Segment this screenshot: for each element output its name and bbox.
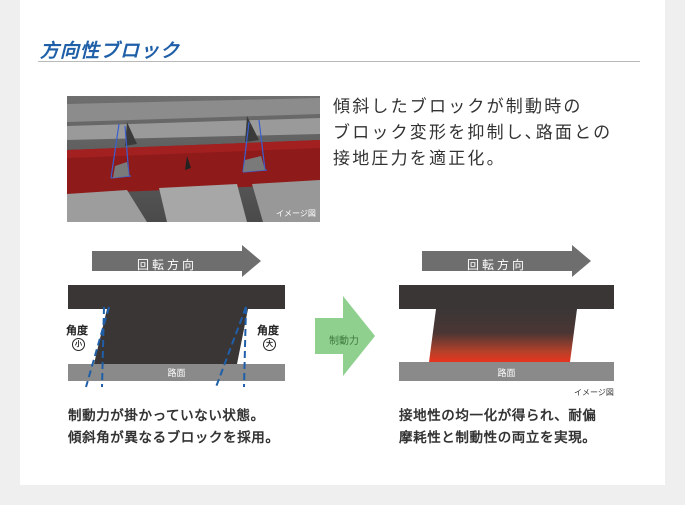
rotation-arrow-right xyxy=(422,245,591,277)
title-divider xyxy=(38,61,640,62)
braking-force-label: 制動力 xyxy=(329,336,359,347)
rotation-label-left: 回転方向 xyxy=(136,258,197,272)
right-block-diagram xyxy=(399,245,614,381)
tire-block-image xyxy=(67,96,320,222)
right-caption: 接地性の均一化が得られ、耐偏 摩耗性と制動性の両立を実現。 xyxy=(399,408,597,446)
left-block-diagram xyxy=(68,245,285,388)
road-label-left: 路面 xyxy=(167,369,186,379)
content-card xyxy=(20,0,665,485)
angle-small-mark: 小 xyxy=(72,338,85,351)
image-note: イメージ図 xyxy=(574,388,614,397)
angle-large-mark: 大 xyxy=(263,338,276,351)
road-label-right: 路面 xyxy=(497,369,516,379)
left-caption: 制動力が掛かっていない状態。 傾斜角が異なるブロックを採用。 xyxy=(68,408,280,446)
photo-caption: イメージ図 xyxy=(276,209,316,218)
angle-large-label: 角度 xyxy=(257,324,279,337)
feature-description: 傾斜したブロックが制動時の ブロック変形を抑制し､路面との 接地圧力を適正化。 xyxy=(333,97,613,169)
angle-small-label: 角度 xyxy=(66,324,88,337)
rotation-arrow-left xyxy=(92,245,261,277)
rotation-label-right: 回転方向 xyxy=(466,258,527,272)
section-title: 方向性ブロック xyxy=(40,40,181,62)
braking-force-arrow xyxy=(315,296,375,376)
